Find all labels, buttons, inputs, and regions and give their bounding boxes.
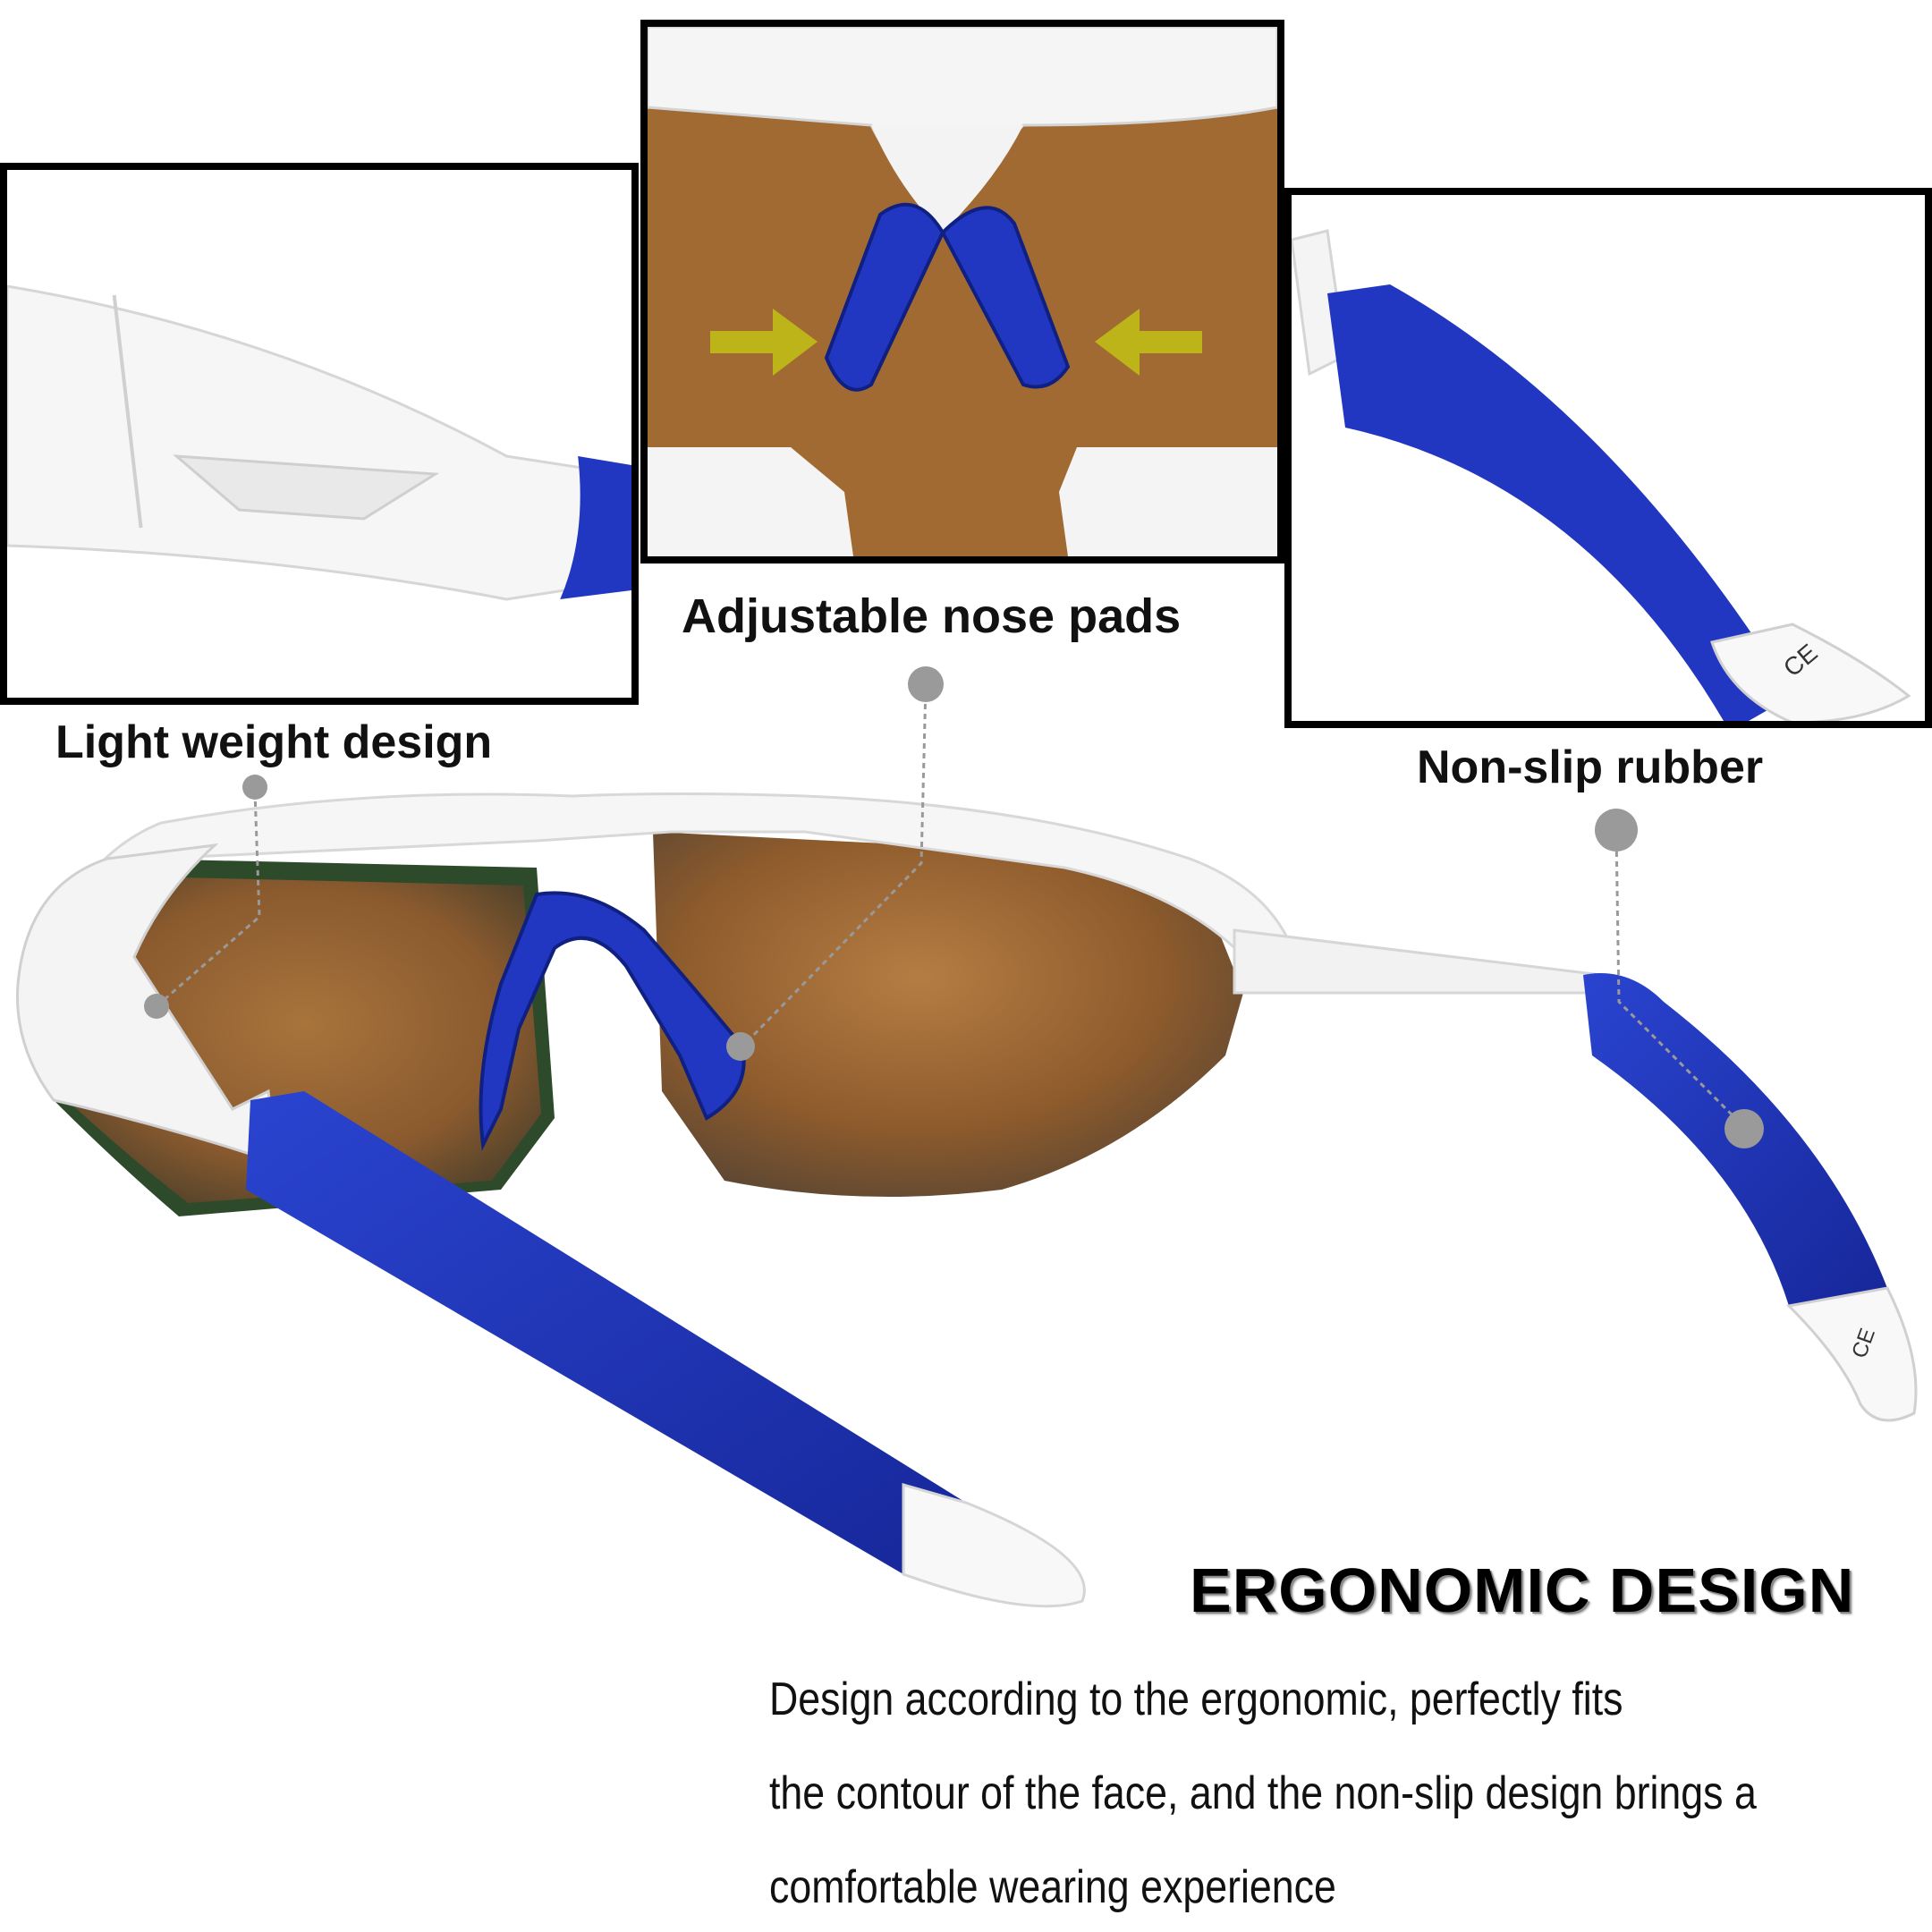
right-temple-tip: [1785, 1286, 1918, 1422]
inset-light-weight: [0, 163, 639, 705]
nose-pad-right: [940, 206, 1071, 389]
description-line-1: Design according to the ergonomic, perfe…: [769, 1674, 1623, 1725]
callout-dot-light-weight: [242, 775, 267, 800]
left-temple-blue: [246, 1091, 966, 1574]
arrow-right-icon: [710, 309, 818, 376]
label-adjustable-nose-pads: Adjustable nose pads: [682, 589, 1182, 643]
nose-pad-left: [824, 202, 945, 392]
callout-dot-non-slip: [1595, 809, 1638, 852]
callout-leaders: [156, 683, 1746, 1129]
label-non-slip-rubber: Non-slip rubber: [1417, 741, 1764, 793]
inset-non-slip: CE: [1284, 188, 1932, 728]
arrow-left-icon: [1095, 309, 1202, 376]
nose-pad-blue: [479, 891, 746, 1151]
label-light-weight-design: Light weight design: [55, 716, 493, 768]
description-line-2: the contour of the face, and the non-sli…: [769, 1767, 1757, 1819]
left-temple-tip: [902, 1483, 1086, 1608]
blue-temple-segment: [560, 456, 631, 599]
callout-dot-nose-pads: [908, 666, 944, 702]
headline: ERGONOMIC DESIGN: [1190, 1555, 1855, 1625]
description-line-3: comfortable wearing experience: [769, 1861, 1336, 1913]
frame-brow: [34, 792, 1290, 1004]
rubber-temple-blue: [1327, 284, 1792, 721]
right-lens: [653, 832, 1243, 1197]
rubber-temple-tip: [1710, 623, 1911, 721]
inset-nose-pads: [640, 20, 1284, 564]
